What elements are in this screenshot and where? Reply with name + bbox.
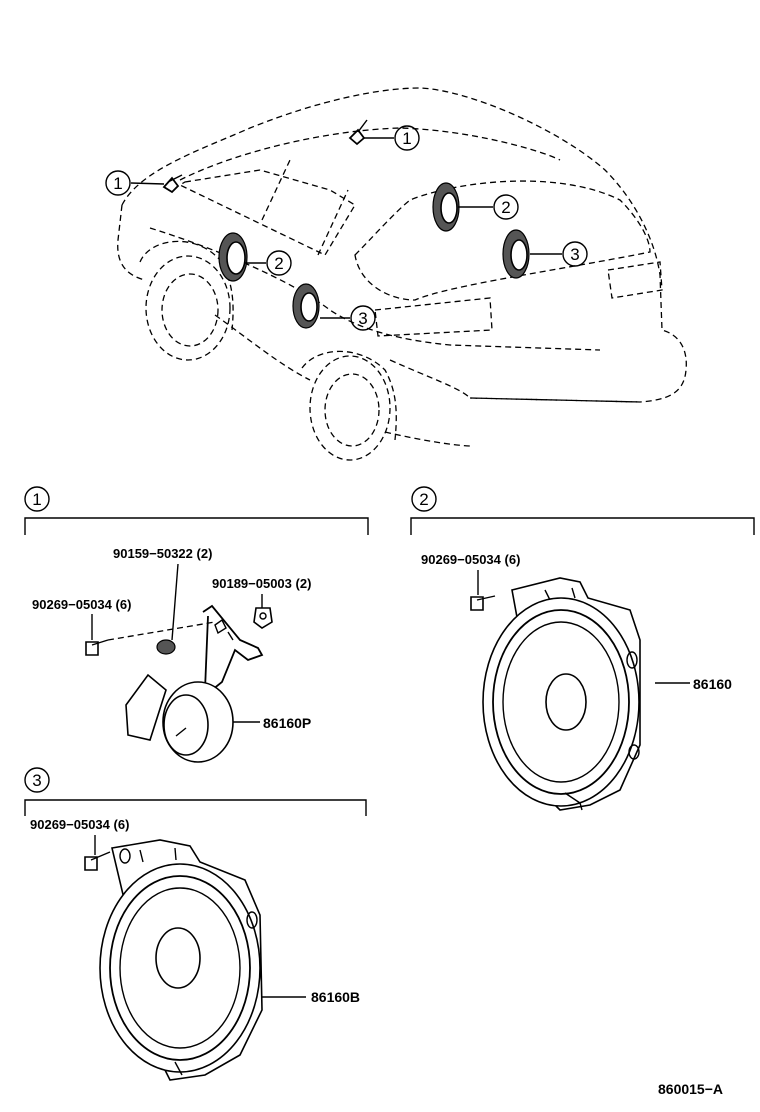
callout-marker: 3 bbox=[350, 305, 376, 331]
part-number: 86160P bbox=[263, 715, 311, 731]
svg-text:2: 2 bbox=[274, 254, 283, 273]
part-number: 86160B bbox=[311, 989, 360, 1005]
callout-marker: 2 bbox=[493, 194, 519, 220]
clip-icon bbox=[253, 607, 273, 629]
section-1: 1 90159−50322 (2) 90189−05003 (2) 90269−… bbox=[24, 486, 369, 763]
callout-marker: 1 bbox=[105, 170, 131, 196]
tweeter-86160P-drawing bbox=[125, 604, 264, 763]
part-number: 90269−05034 (6) bbox=[421, 552, 520, 567]
callout-marker: 3 bbox=[562, 241, 588, 267]
section-number: 1 bbox=[32, 490, 41, 509]
svg-text:1: 1 bbox=[113, 174, 122, 193]
bolt-icon bbox=[107, 621, 216, 655]
tweeter-icon bbox=[162, 119, 368, 194]
section-3: 3 90269−05034 (6) 86160B bbox=[24, 767, 367, 1081]
part-number: 90269−05034 (6) bbox=[30, 817, 129, 832]
part-number: 90159−50322 (2) bbox=[113, 546, 212, 561]
section-2: 2 90269−05034 (6) 86160 bbox=[410, 486, 755, 811]
car-overview: 1 1 2 2 3 3 bbox=[105, 87, 687, 461]
section-number: 3 bbox=[32, 771, 41, 790]
svg-text:2: 2 bbox=[501, 198, 510, 217]
part-number: 90269−05034 (6) bbox=[32, 597, 131, 612]
part-number: 86160 bbox=[693, 676, 732, 692]
speaker-86160B-drawing bbox=[99, 839, 263, 1081]
part-number: 90189−05003 (2) bbox=[212, 576, 311, 591]
callout-marker: 1 bbox=[394, 125, 420, 151]
door-speaker-icon bbox=[218, 182, 530, 329]
section-number: 2 bbox=[419, 490, 428, 509]
screw-icon bbox=[470, 595, 496, 611]
svg-text:3: 3 bbox=[358, 309, 367, 328]
svg-text:1: 1 bbox=[402, 129, 411, 148]
callout-marker: 2 bbox=[266, 250, 292, 276]
speaker-86160-drawing bbox=[482, 577, 641, 811]
screw-icon bbox=[85, 639, 109, 656]
figure-id: 860015−A bbox=[658, 1081, 723, 1097]
svg-text:3: 3 bbox=[570, 245, 579, 264]
screw-icon bbox=[84, 851, 111, 871]
